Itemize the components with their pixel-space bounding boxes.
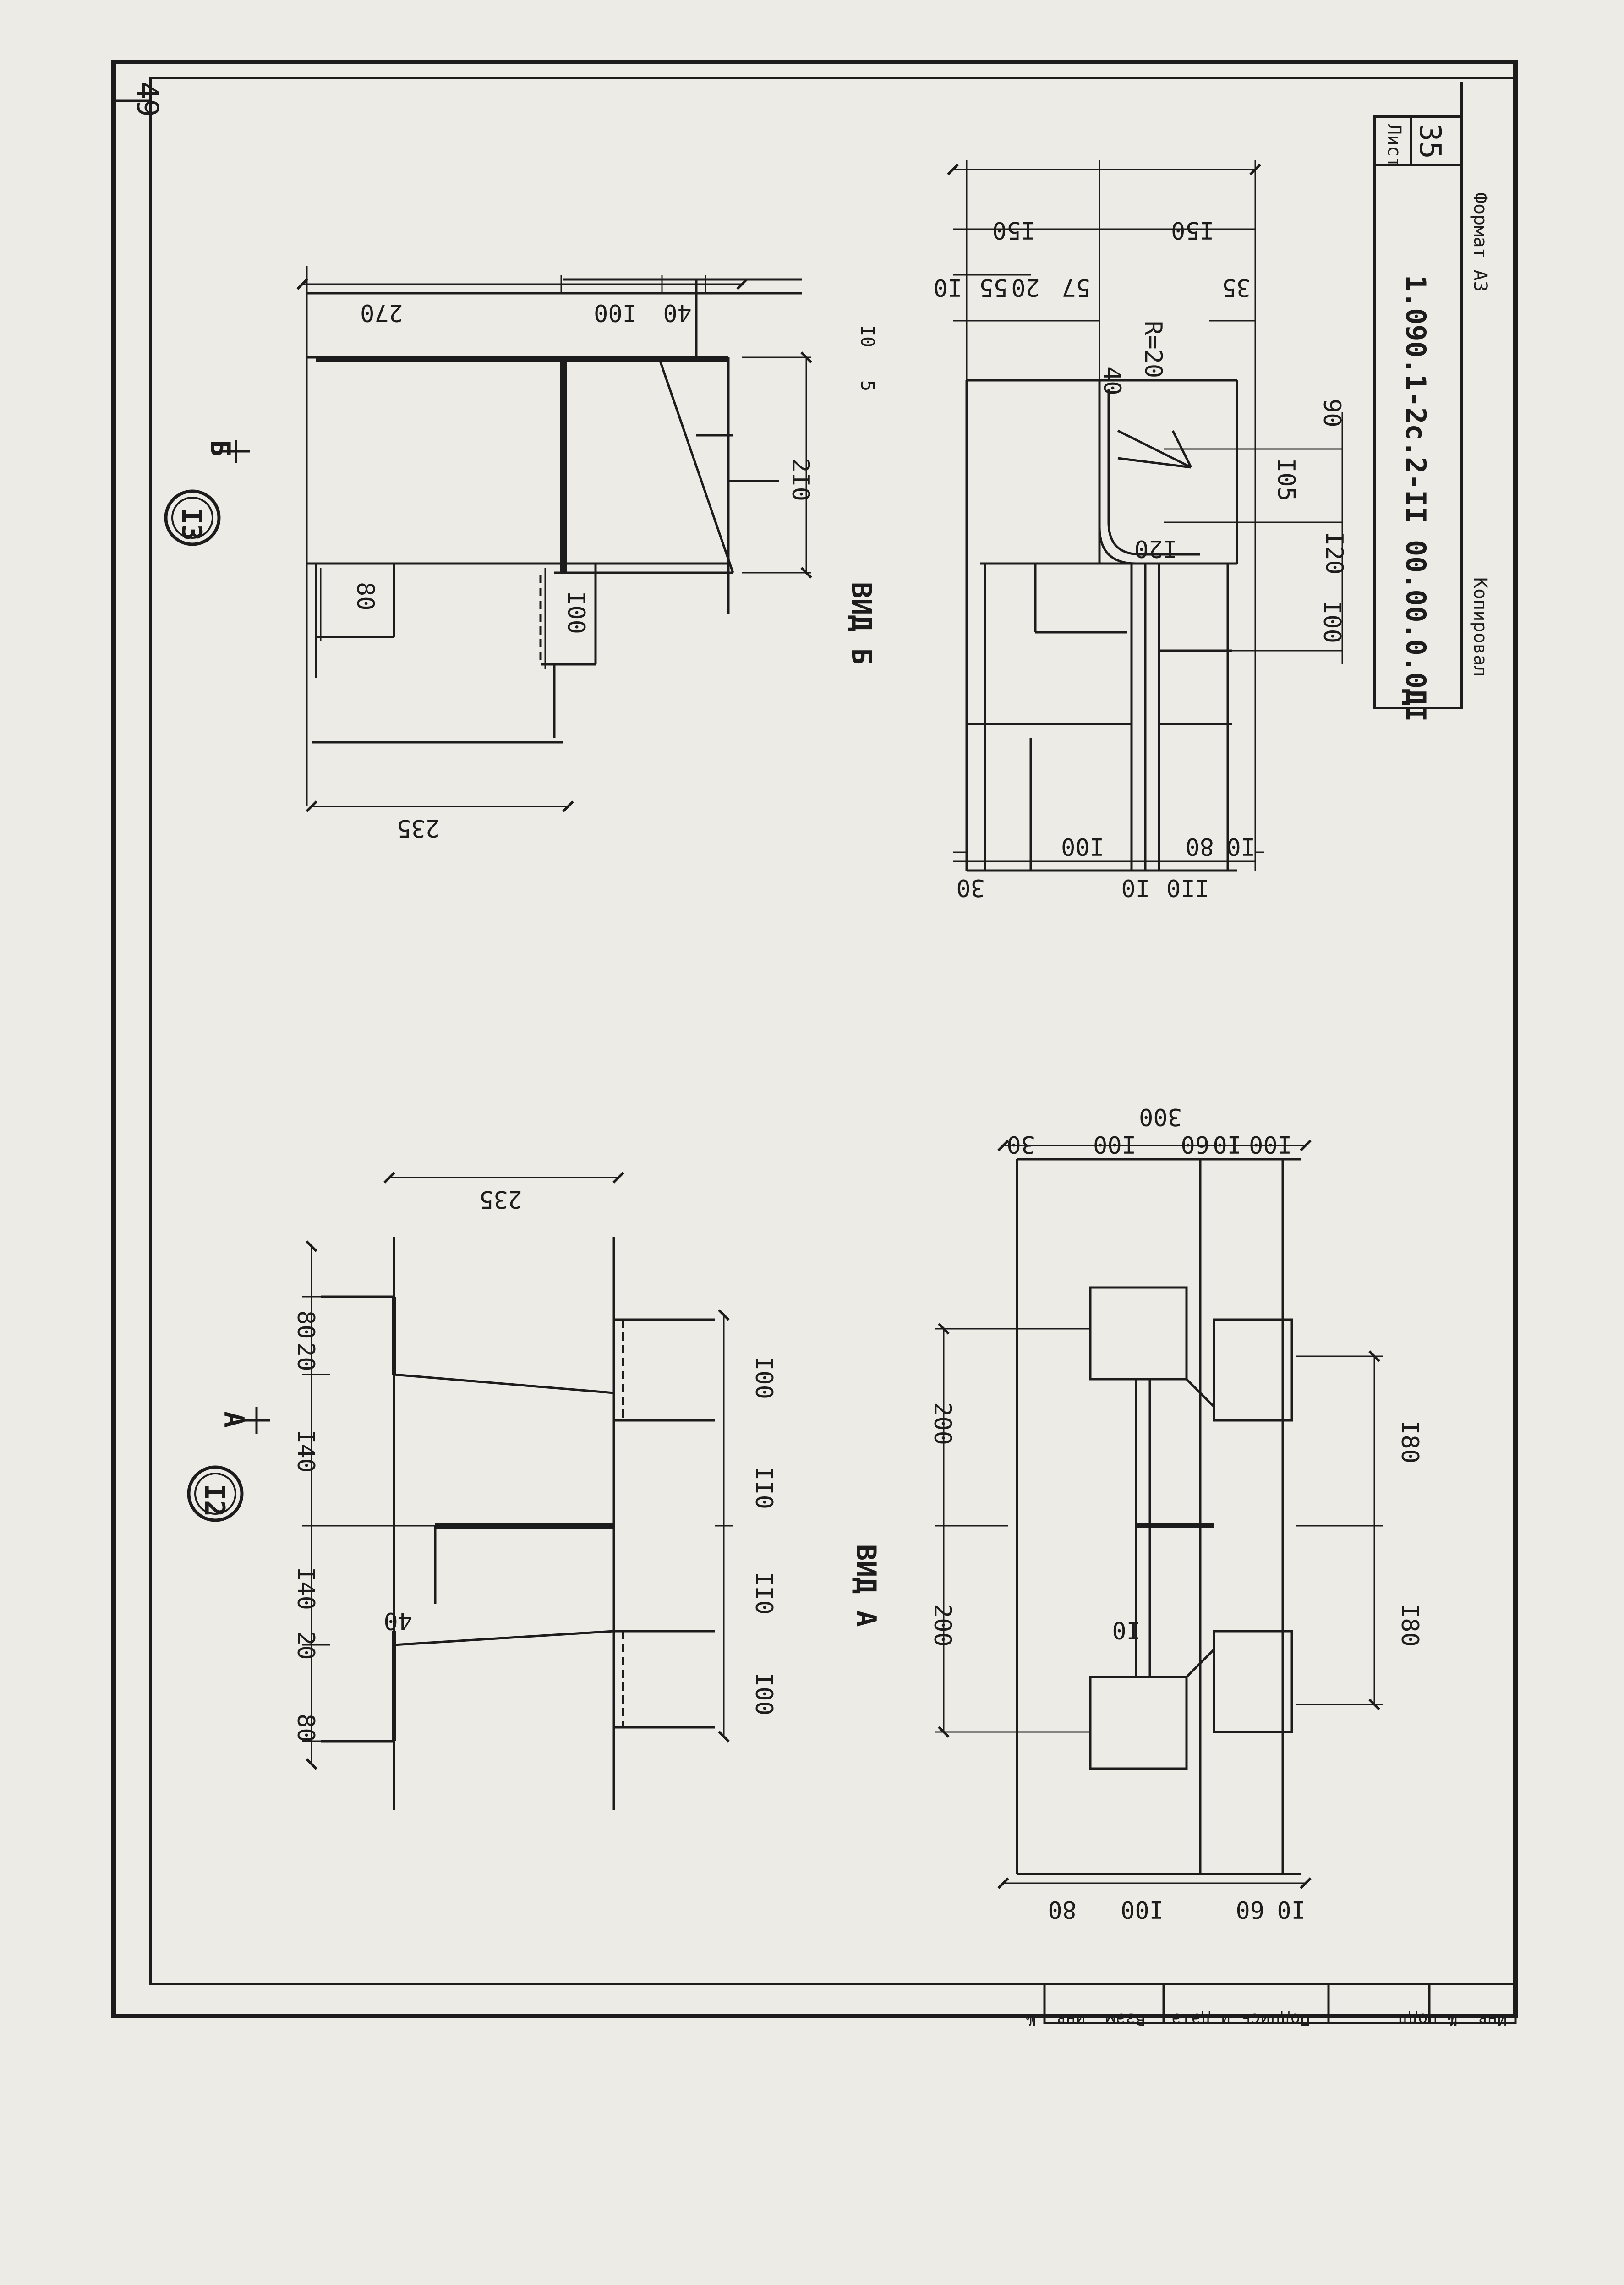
- node12-view-dim-80: 80: [1048, 1896, 1077, 1923]
- sheet-number: 35: [1413, 124, 1447, 159]
- node13-view-dim-150b: I50: [1171, 216, 1214, 244]
- node13-dim-235: 235: [397, 814, 440, 842]
- node12-view-dim-100b: I00: [1249, 1130, 1292, 1158]
- copied-label: Копировал: [1470, 577, 1491, 677]
- stamp-sign-date: Подпись и дата: [1171, 2010, 1310, 2028]
- node12-dim-110a: II0: [750, 1572, 777, 1615]
- node13-view-dim-120a: I20: [1320, 532, 1348, 575]
- node12-dim-110b: II0: [750, 1466, 777, 1509]
- node12-view-dim-30: 30: [1006, 1130, 1035, 1158]
- node13-number: I3: [175, 508, 208, 541]
- node13-view-dim-35: 35: [1222, 274, 1251, 301]
- node13-arrow-letter: Б: [204, 440, 236, 456]
- node12-dim-20b: 20: [292, 1343, 319, 1371]
- stamp-inv-orig: Инв. № подл.: [1388, 2010, 1507, 2028]
- node13-dim-80: 80: [351, 582, 379, 611]
- node12-dim-80b: 80: [292, 1310, 319, 1339]
- node13-view-dims: [947, 160, 1343, 871]
- node12-view-dim-60a: 60: [1181, 1130, 1209, 1158]
- node13-dim-40: 40: [663, 299, 692, 326]
- stamp-inv-replace: Взам. инв. №: [1026, 2010, 1145, 2028]
- node12-view-dim-180b: I80: [1396, 1604, 1423, 1647]
- node12-dim-235: 235: [479, 1185, 522, 1213]
- node13-dim-270: 270: [360, 299, 403, 326]
- node13-dim-100: I00: [594, 299, 637, 326]
- node13-dim-210: 2I0: [787, 458, 814, 501]
- node12-section: [321, 1237, 715, 1810]
- node13-section: [307, 278, 802, 744]
- sheet-frame: [111, 60, 1518, 2018]
- stamp-block: [1043, 1983, 1517, 2024]
- node12-view-dim-10: I0: [1112, 1616, 1141, 1644]
- node13-view-dim-10: I0: [933, 274, 962, 301]
- node12-marker: I2 А: [187, 1407, 270, 1522]
- node12-view-dims: [935, 1140, 1383, 1889]
- node12-dim-80a: 80: [292, 1714, 319, 1743]
- node12-view-dim-200a: 200: [929, 1402, 956, 1445]
- node12-dim-100a: I00: [750, 1672, 777, 1715]
- node12-view-dim-300: 300: [1139, 1103, 1182, 1130]
- node12-arrow-letter: А: [218, 1411, 250, 1428]
- node13-view-dim-80: 80: [1185, 833, 1214, 860]
- node12-dim-100b: I00: [750, 1356, 777, 1399]
- node12-view-dim-200b: 200: [929, 1604, 956, 1647]
- node13-view-dim-5: 5: [857, 380, 878, 391]
- node12-view-dim-10a: I0: [1213, 1130, 1241, 1158]
- node13-view-dim-105: I05: [1272, 458, 1300, 501]
- node13-view-dim-10c: I0: [1226, 833, 1255, 860]
- node12-dim-20a: 20: [292, 1631, 319, 1660]
- node12-view-dim-60b: 60: [1236, 1896, 1264, 1923]
- node13-view-dim-r20: R=20: [1139, 321, 1167, 378]
- node13-view-dim-55: 55: [979, 274, 1008, 301]
- node12-dim-40: 40: [383, 1607, 412, 1634]
- node12-number: I2: [198, 1484, 230, 1517]
- node13-view-dim-120b: I20: [1134, 535, 1177, 562]
- node13-view-dim-20: 20: [1011, 274, 1040, 301]
- node13-view-dim-10-small: I0: [857, 325, 878, 347]
- top-page-number: 49: [130, 82, 164, 117]
- node12-section-dims: [302, 1172, 733, 1770]
- node13-view-dim-100b: I00: [1061, 833, 1104, 860]
- node13-view: [965, 379, 1238, 872]
- node13-view-label: ВИД Б: [845, 582, 877, 665]
- node13-view-dim-10b: I0: [1121, 874, 1150, 901]
- node13-dim-100-left: I00: [562, 591, 590, 634]
- node13-view-dim-40: 40: [1098, 367, 1126, 395]
- node13-view-dim-57: 57: [1061, 274, 1090, 301]
- node12-view-dim-180a: I80: [1396, 1420, 1423, 1463]
- node12-view-dim-100a: I00: [1093, 1130, 1136, 1158]
- node13-marker: I3 Б: [164, 440, 250, 546]
- node12-view-dim-10b: I0: [1277, 1896, 1306, 1923]
- node13-view-dim-100: I00: [1318, 600, 1345, 643]
- node13-section-dims: [296, 266, 812, 812]
- node12-dim-140b: I40: [292, 1430, 319, 1473]
- node13-view-dim-150a: I50: [992, 216, 1035, 244]
- node13-view-dim-90: 90: [1318, 399, 1345, 427]
- node12-view-label: ВИД А: [850, 1544, 882, 1627]
- node12-dim-140a: I40: [292, 1567, 319, 1610]
- node12-view: [1016, 1158, 1301, 1875]
- node13-view-dim-110: II0: [1166, 874, 1209, 901]
- sheet-label: Лист: [1383, 124, 1405, 168]
- node13-view-dim-30: 30: [956, 874, 985, 901]
- node12-view-dim-100c: I00: [1121, 1896, 1164, 1923]
- title-block: [1373, 82, 1463, 709]
- document-code: 1.090.1-2с.2-II 00.00.0.0ДI: [1400, 275, 1432, 722]
- format-label: Формат А3: [1470, 192, 1491, 292]
